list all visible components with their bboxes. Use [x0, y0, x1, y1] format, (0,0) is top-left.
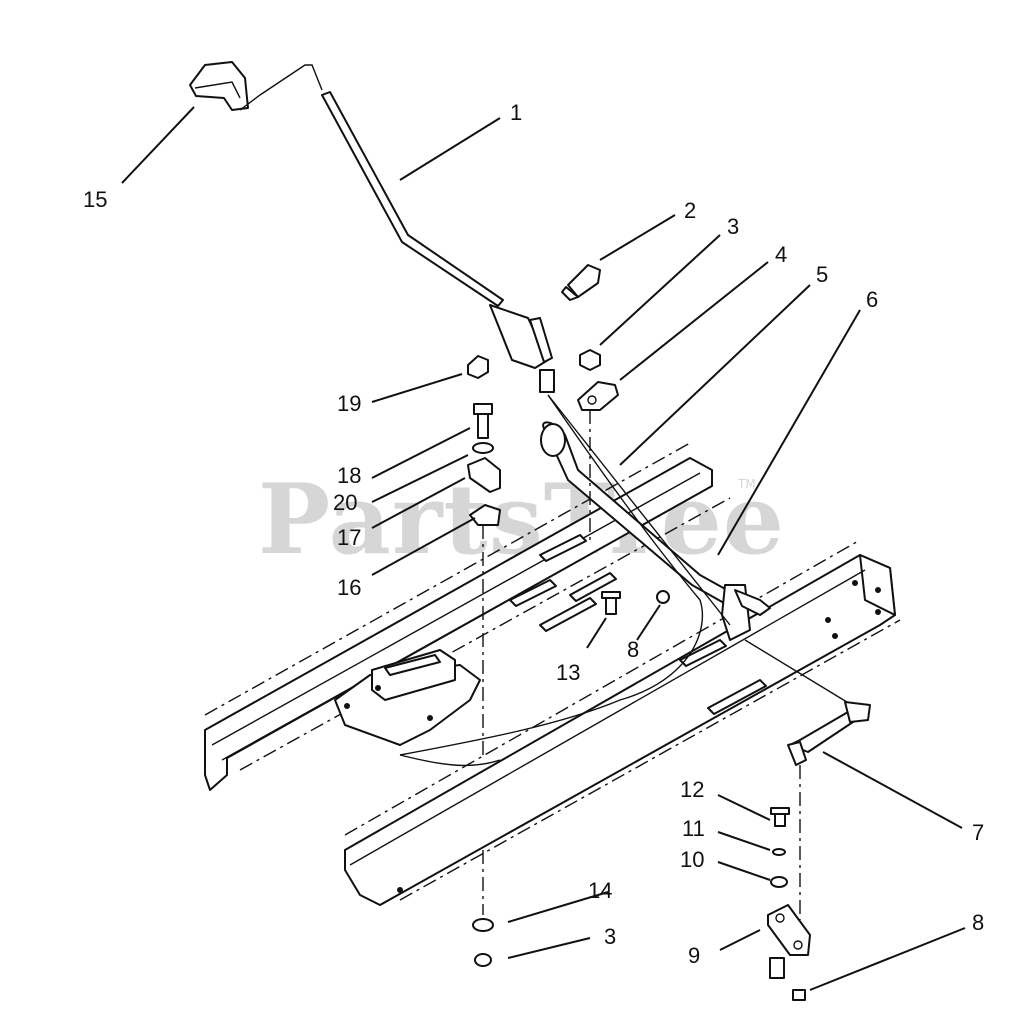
- lift-lever: [321, 91, 555, 393]
- callout-9: 9: [688, 943, 700, 968]
- hex-nut-upper: [579, 349, 601, 371]
- callout-14: 14: [588, 878, 612, 903]
- callout-5: 5: [816, 262, 828, 287]
- callout-18: 18: [337, 463, 361, 488]
- hex-nut-8-lower: [792, 989, 806, 1001]
- leader-lines: [121, 106, 966, 991]
- watermark-trademark: TM: [737, 477, 756, 491]
- callout-20: 20: [333, 490, 357, 515]
- pivot-bracket: [767, 904, 811, 979]
- callout-7: 7: [972, 820, 984, 845]
- callout-8-upper: 8: [627, 637, 639, 662]
- control-cable: [399, 394, 731, 767]
- bolt-stack-18-20-17-16: [467, 403, 501, 760]
- bolt-stack-12-11-10: [770, 807, 790, 888]
- callout-19: 19: [337, 391, 361, 416]
- hex-nut-8-upper: [656, 590, 670, 604]
- callout-8-lower: 8: [972, 910, 984, 935]
- callout-3-upper: 3: [727, 214, 739, 239]
- lift-rod: [540, 421, 771, 641]
- lever-knob: [189, 61, 323, 111]
- callout-16: 16: [337, 575, 361, 600]
- callout-6: 6: [866, 287, 878, 312]
- frame-rail-right: [344, 539, 901, 906]
- callout-2: 2: [684, 198, 696, 223]
- callout-17: 17: [337, 525, 361, 550]
- washer-14: [472, 850, 494, 932]
- callout-13: 13: [556, 660, 580, 685]
- link-rod: [744, 639, 871, 920]
- callout-15: 15: [83, 187, 107, 212]
- frame-slots: [509, 534, 767, 715]
- shoulder-bolt: [561, 264, 601, 301]
- mount-bracket-plate: [334, 649, 481, 746]
- callout-3-lower: 3: [604, 924, 616, 949]
- cable-clamp: [577, 381, 619, 411]
- callout-10: 10: [680, 847, 704, 872]
- hex-nut-19: [467, 355, 489, 379]
- callout-1: 1: [510, 100, 522, 125]
- callout-11: 11: [682, 816, 705, 841]
- carriage-bolt-13: [601, 591, 621, 615]
- callout-12: 12: [680, 777, 704, 802]
- hex-nut-lower: [474, 953, 492, 967]
- callout-4: 4: [775, 242, 787, 267]
